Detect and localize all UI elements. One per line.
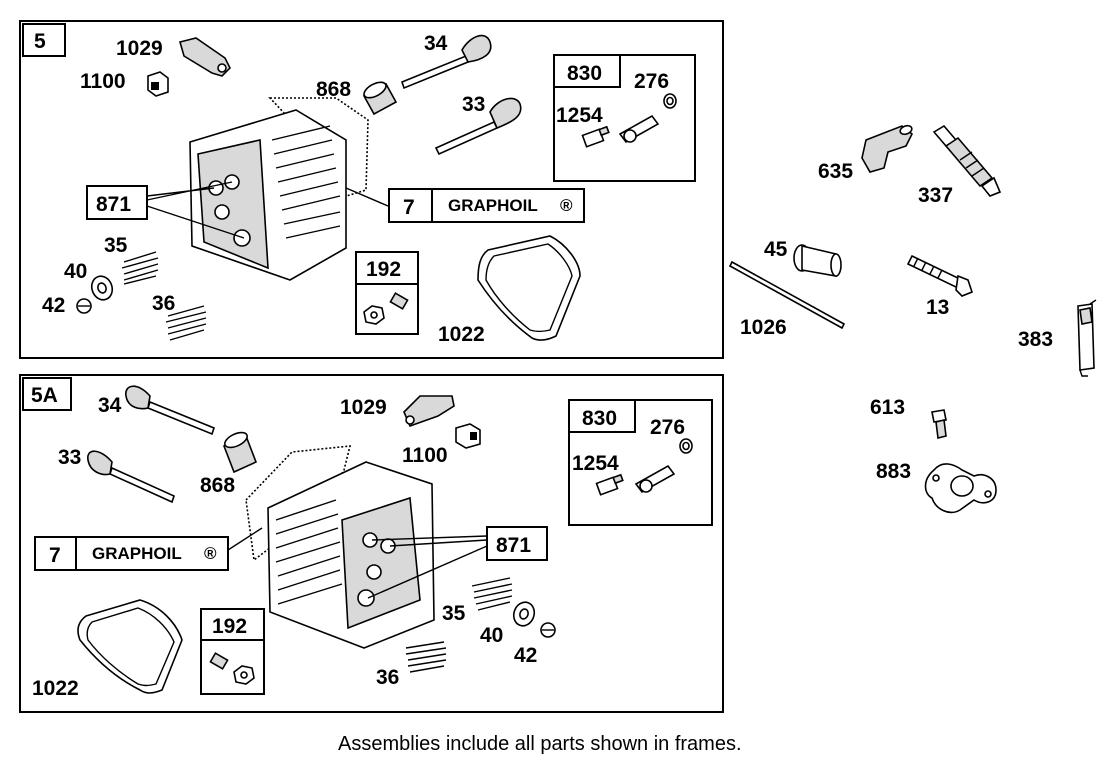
set-screw-icon xyxy=(389,292,409,310)
valve-cover-gasket-icon xyxy=(77,599,183,694)
frame-5: 5 1029 1100 34 33 868 xyxy=(19,20,724,359)
intake-valve-icon xyxy=(434,97,522,156)
part-label-1029: 1029 xyxy=(340,396,387,419)
exhaust-gasket-icon xyxy=(924,463,997,514)
cylinder-head-icon xyxy=(189,97,369,281)
part-label-613: 613 xyxy=(870,396,905,419)
part-label-883: 883 xyxy=(876,460,911,483)
graphoil-registered-mark: ® xyxy=(560,196,573,215)
part-label-871: 871 xyxy=(96,193,131,216)
callout-871-leaders xyxy=(367,535,488,599)
part-label-868: 868 xyxy=(200,474,235,497)
box-192-num: 192 xyxy=(366,258,401,281)
box-830-num: 830 xyxy=(582,407,617,430)
washer-icon xyxy=(663,93,677,109)
rocker-nut-icon xyxy=(147,71,169,97)
valve-guide-icon xyxy=(222,431,258,474)
spring-washer-icon xyxy=(90,275,114,301)
spark-plug-boot-icon xyxy=(861,124,914,173)
part-label-36: 36 xyxy=(152,292,175,315)
graphoil-label: GRAPHOIL xyxy=(92,544,182,563)
footnote: Assemblies include all parts shown in fr… xyxy=(338,733,742,755)
part-label-383: 383 xyxy=(1018,328,1053,351)
part-label-1022: 1022 xyxy=(32,677,79,700)
part-label-13: 13 xyxy=(926,296,949,319)
part-label-42: 42 xyxy=(514,644,537,667)
exhaust-valve-icon xyxy=(125,385,215,436)
part-label-1026: 1026 xyxy=(740,316,787,339)
push-rod-icon xyxy=(728,260,846,330)
rocker-arm-icon xyxy=(179,37,231,77)
rocker-nut-icon xyxy=(455,423,481,449)
valve-spring-icon xyxy=(405,641,447,673)
valve-retainer-icon xyxy=(76,298,92,314)
cylinder-head-icon xyxy=(245,445,435,649)
part-label-276: 276 xyxy=(650,416,685,439)
ground-clip-icon xyxy=(1077,299,1097,377)
frame-5a: 5A 34 33 868 1029 1100 xyxy=(19,374,724,713)
rocker-stud-icon xyxy=(634,464,676,494)
loose-parts: 635 337 45 1026 13 xyxy=(728,124,1097,514)
valve-guide-icon xyxy=(362,81,398,116)
part-label-35: 35 xyxy=(104,234,128,257)
adjusting-screw-icon xyxy=(595,473,624,496)
frame-5a-label: 5A xyxy=(31,384,58,407)
set-screw-icon xyxy=(209,652,229,670)
box-830-num: 830 xyxy=(567,62,602,85)
part-label-34: 34 xyxy=(424,32,448,55)
part-label-45: 45 xyxy=(764,238,788,261)
part-label-1100: 1100 xyxy=(402,444,448,467)
part-label-276: 276 xyxy=(634,70,669,93)
rocker-arm-icon xyxy=(403,395,455,428)
part-label-40: 40 xyxy=(480,624,503,647)
frame-5-label: 5 xyxy=(34,30,46,53)
breather-tube-icon xyxy=(793,244,842,277)
part-label-1254: 1254 xyxy=(556,104,603,127)
nut-icon xyxy=(233,665,255,685)
part-label-868: 868 xyxy=(316,78,351,101)
bolt-icon xyxy=(906,254,973,297)
callout-871-leaders xyxy=(146,181,245,239)
graphoil-num: 7 xyxy=(49,544,61,567)
part-label-871: 871 xyxy=(496,534,531,557)
washer-icon xyxy=(679,438,693,454)
part-label-33: 33 xyxy=(58,446,81,469)
graphoil-label: GRAPHOIL xyxy=(448,196,538,215)
rocker-stud-icon xyxy=(618,114,660,144)
part-label-35: 35 xyxy=(442,602,466,625)
valve-cover-gasket-icon xyxy=(477,235,581,341)
spring-washer-icon xyxy=(512,601,536,627)
part-label-1022: 1022 xyxy=(438,323,485,346)
graphoil-num: 7 xyxy=(403,196,415,219)
part-label-635: 635 xyxy=(818,160,853,183)
valve-spring-icon xyxy=(165,305,207,341)
part-label-1254: 1254 xyxy=(572,452,619,475)
valve-spring-icon xyxy=(471,577,513,611)
part-label-36: 36 xyxy=(376,666,399,689)
part-label-33: 33 xyxy=(462,93,485,116)
box-192-num: 192 xyxy=(212,615,247,638)
spark-plug-icon xyxy=(932,124,1002,197)
adjusting-screw-icon xyxy=(581,125,610,148)
part-label-1100: 1100 xyxy=(80,70,126,93)
part-label-40: 40 xyxy=(64,260,87,283)
screw-icon xyxy=(931,409,947,439)
valve-retainer-icon xyxy=(540,622,556,638)
graphoil-registered-mark: ® xyxy=(204,544,217,563)
part-label-34: 34 xyxy=(98,394,122,417)
nut-icon xyxy=(363,305,385,325)
part-label-1029: 1029 xyxy=(116,37,163,60)
part-label-337: 337 xyxy=(918,184,953,207)
intake-valve-icon xyxy=(87,450,175,504)
exhaust-valve-icon xyxy=(401,34,492,90)
part-label-42: 42 xyxy=(42,294,65,317)
valve-spring-icon xyxy=(121,251,159,285)
